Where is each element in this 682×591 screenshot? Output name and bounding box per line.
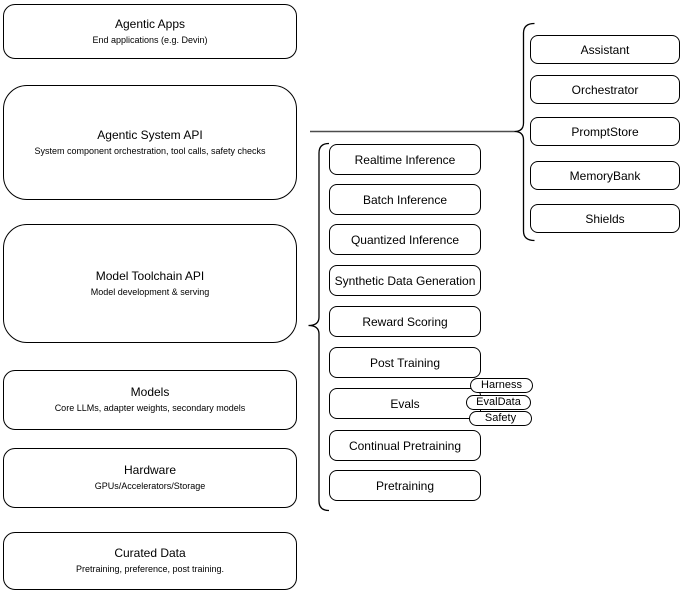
layer-box-agentic-apps: Agentic Apps End applications (e.g. Devi…	[3, 4, 297, 59]
component-box-assistant: Assistant	[530, 35, 680, 64]
eval-pill-label: Harness	[481, 379, 522, 391]
component-box-memorybank: MemoryBank	[530, 161, 680, 190]
service-box-batch-inference: Batch Inference	[329, 184, 481, 215]
service-label: Evals	[390, 396, 420, 411]
component-box-shields: Shields	[530, 204, 680, 233]
service-box-synthetic-data-generation: Synthetic Data Generation	[329, 265, 481, 296]
layer-title: Agentic Apps	[114, 16, 186, 31]
layer-box-model-toolchain-api: Model Toolchain API Model development & …	[3, 224, 297, 343]
layer-box-models: Models Core LLMs, adapter weights, secon…	[3, 370, 297, 430]
layer-title: Agentic System API	[97, 127, 203, 142]
layer-subtitle: Pretraining, preference, post training.	[75, 564, 225, 575]
service-box-pretraining: Pretraining	[329, 470, 481, 501]
eval-pill-harness: Harness	[470, 378, 533, 393]
component-label: PromptStore	[571, 124, 639, 139]
layer-title: Model Toolchain API	[95, 268, 205, 283]
component-label: Assistant	[580, 42, 630, 57]
component-box-orchestrator: Orchestrator	[530, 75, 680, 104]
service-label: Pretraining	[375, 478, 435, 493]
toolchain-services-bracket	[308, 142, 330, 512]
service-label: Batch Inference	[362, 192, 448, 207]
component-box-promptstore: PromptStore	[530, 117, 680, 146]
layer-box-hardware: Hardware GPUs/Accelerators/Storage	[3, 448, 297, 508]
layer-subtitle: End applications (e.g. Devin)	[92, 34, 208, 45]
service-box-continual-pretraining: Continual Pretraining	[329, 430, 481, 461]
component-label: MemoryBank	[569, 168, 641, 183]
service-box-evals: Evals	[329, 388, 481, 419]
layer-subtitle: System component orchestration, tool cal…	[34, 145, 266, 156]
service-box-quantized-inference: Quantized Inference	[329, 224, 481, 255]
eval-pill-label: EvalData	[476, 396, 521, 408]
layer-subtitle: GPUs/Accelerators/Storage	[94, 481, 206, 492]
component-label: Shields	[585, 211, 625, 226]
service-label: Quantized Inference	[350, 232, 460, 247]
service-box-post-training: Post Training	[329, 347, 481, 378]
service-box-reward-scoring: Reward Scoring	[329, 306, 481, 337]
layer-title: Curated Data	[114, 546, 186, 561]
service-box-realtime-inference: Realtime Inference	[329, 144, 481, 175]
service-label: Post Training	[369, 355, 441, 370]
service-label: Reward Scoring	[362, 314, 448, 329]
service-label: Continual Pretraining	[348, 438, 462, 453]
layer-subtitle: Core LLMs, adapter weights, secondary mo…	[54, 403, 246, 414]
layer-box-curated-data: Curated Data Pretraining, preference, po…	[3, 532, 297, 590]
layer-title: Models	[130, 385, 170, 400]
eval-pill-safety: Safety	[469, 411, 532, 426]
eval-pill-evaldata: EvalData	[466, 395, 531, 410]
layer-subtitle: Model development & serving	[90, 286, 210, 297]
service-label: Synthetic Data Generation	[334, 273, 476, 288]
service-label: Realtime Inference	[354, 152, 456, 167]
layer-box-agentic-system-api: Agentic System API System component orch…	[3, 85, 297, 200]
component-label: Orchestrator	[571, 82, 639, 97]
layer-title: Hardware	[123, 463, 177, 478]
eval-pill-label: Safety	[484, 412, 517, 424]
